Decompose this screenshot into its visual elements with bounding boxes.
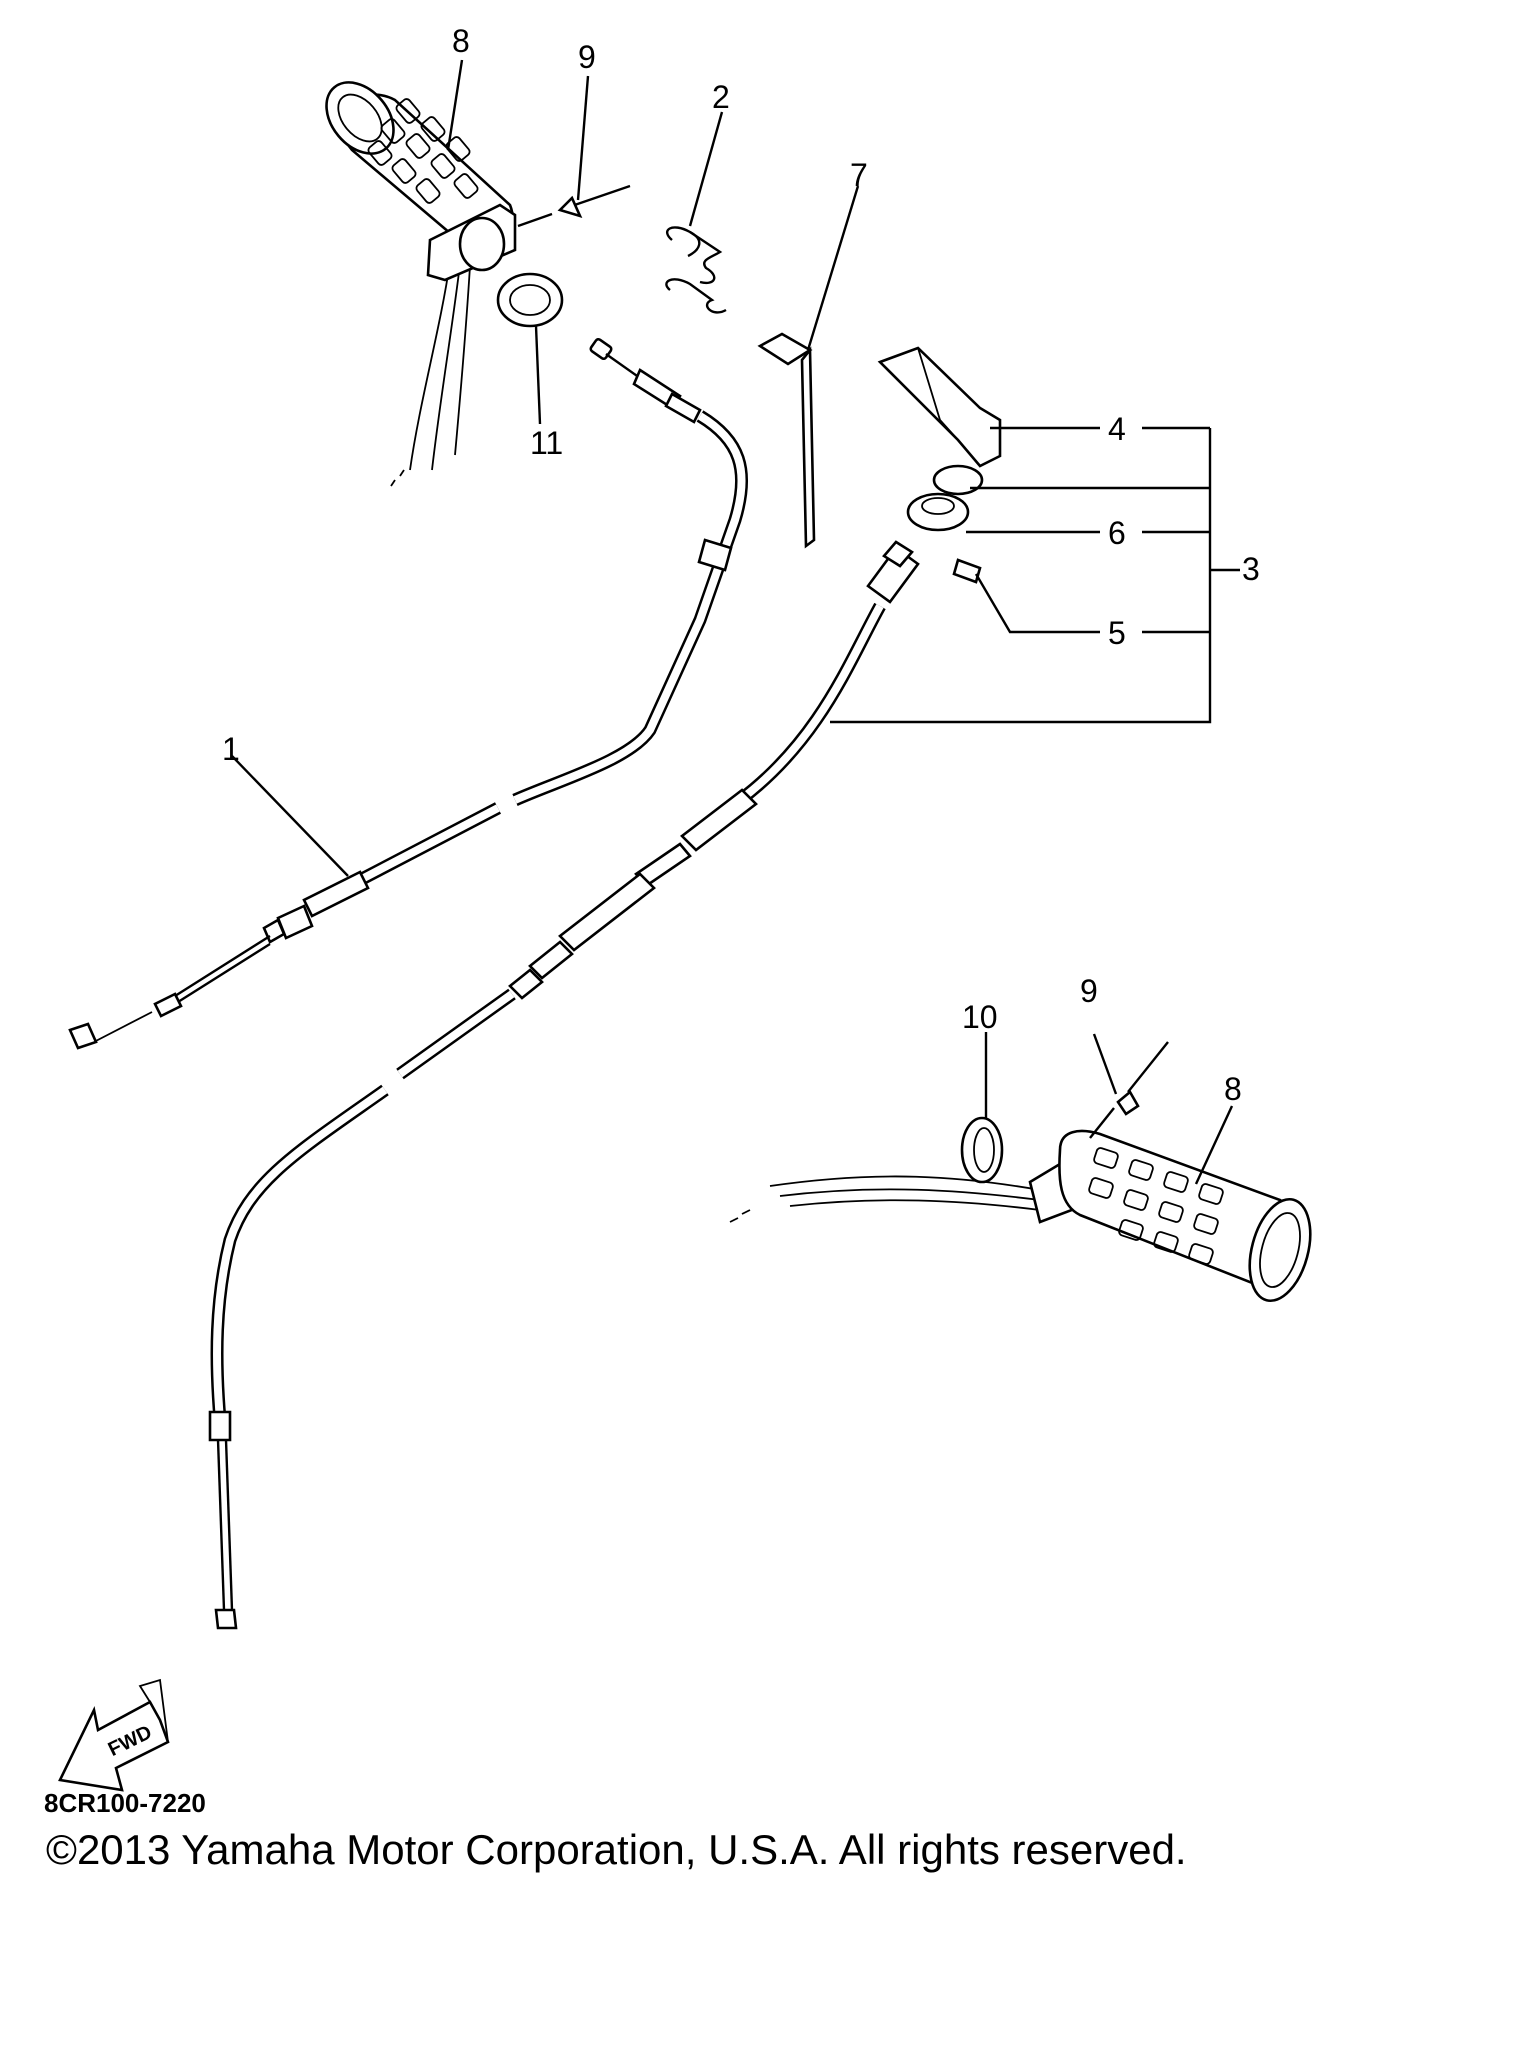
callout-4: 4 [1108,411,1126,447]
callout-6: 6 [1108,515,1126,551]
callout-2: 2 [712,79,730,115]
callout-9-top: 9 [578,39,596,75]
callout-8-bottom: 8 [1224,1071,1242,1107]
ring-10 [960,1116,1004,1184]
cable-tie-7 [757,332,816,549]
ring-11 [496,272,564,328]
right-grip [729,1129,1312,1303]
callout-3: 3 [1242,551,1260,587]
cable-1 [68,337,748,1050]
pin-9-top [517,184,631,228]
diagram-code: 8CR100-7220 [44,1788,206,1818]
callout-5: 5 [1108,615,1126,651]
lever-4 [877,346,1002,468]
pin-9-bottom [1089,1041,1169,1139]
leader-lines [231,59,1240,1185]
cable-3 [208,540,920,1630]
nut-6 [906,464,984,532]
fwd-arrow-icon: FWD [58,1678,170,1792]
callout-11: 11 [530,425,563,461]
callout-9-bottom: 9 [1080,973,1098,1009]
pin-5 [952,558,982,584]
left-grip [325,81,517,487]
callouts: 8 9 2 7 11 4 6 3 5 1 10 9 8 [222,23,1260,1107]
callout-7: 7 [850,157,868,193]
callout-10: 10 [962,999,998,1035]
callout-1: 1 [222,731,240,767]
copyright-notice: ©2013 Yamaha Motor Corporation, U.S.A. A… [46,1826,1187,1873]
callout-8-top: 8 [452,23,470,59]
spring-clip-2 [665,226,727,314]
